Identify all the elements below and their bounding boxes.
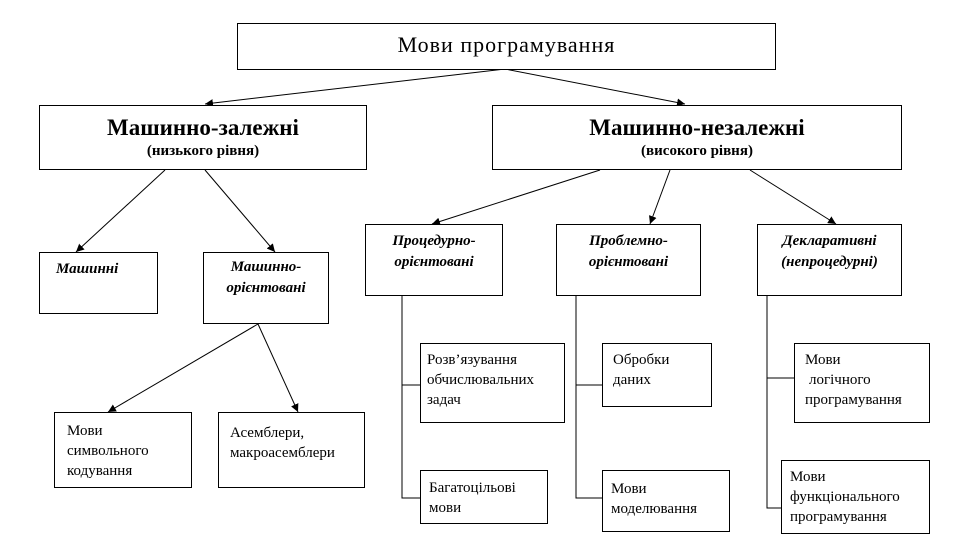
node-label-line: Мови [805,352,841,368]
node-label-line: (непроцедурні) [781,254,878,270]
arrow-root-to-independent [504,68,686,107]
node-subtitle: (високого рівня) [641,143,753,159]
node-machine-independent: Машинно-незалежні (високого рівня) [492,105,902,170]
arrow-root-to-dependent [204,68,506,108]
node-problem-oriented: Проблемно- орієнтовані [556,224,701,296]
node-functional-programming: Мови функціонального програмування [781,460,930,534]
node-label-line: Проблемно- [589,233,668,249]
node-label-line: програмування [790,509,887,525]
node-label-line: мови [429,500,462,516]
node-label-line: Машинно- [230,259,302,275]
node-computational-tasks: Розв’язування обчислювальних задач [420,343,565,423]
node-label-line: функціонального [790,489,900,505]
node-label-line: орієнтовані [588,254,669,270]
arrow-oriented-to-symbolic [107,323,259,413]
bracket-problem [575,296,602,499]
node-label-line: Асемблери, [230,425,305,441]
node-machine-dependent: Машинно-залежні (низького рівня) [39,105,367,170]
node-declarative: Декларативні (непроцедурні) [757,224,902,296]
node-title: Машинно-залежні [107,115,299,140]
node-label-line: символьного [67,443,149,459]
arrow-oriented-to-assemblers [257,323,299,413]
arrow-independent-to-declarative [749,169,837,225]
node-label: Машинні [56,261,119,277]
node-subtitle: (низького рівня) [146,143,260,159]
node-modeling: Мови моделювання [602,470,730,532]
arrow-dependent-to-machine [75,169,166,253]
bracket-declarative [766,296,781,509]
node-multipurpose: Багатоцільові мови [420,470,548,524]
node-label-line: Мови [790,469,826,485]
node-machine: Машинні [39,252,158,314]
arrow-independent-to-procedural [431,169,601,226]
node-label-line: Процедурно- [392,233,476,249]
node-logic-programming: Мови логічного програмування [794,343,930,423]
node-programming-languages: Мови програмування [237,23,776,70]
node-label-line: програмування [805,392,902,408]
node-label-line: орієнтовані [394,254,474,270]
node-label-line: логічного [809,372,871,388]
node-label-line: Обробки [613,352,670,368]
node-label-line: кодування [67,463,133,479]
node-label-line: Мови [67,423,103,439]
node-label-line: Розв’язування [427,352,517,368]
node-label-line: Декларативні [782,233,877,249]
node-procedural: Процедурно- орієнтовані [365,224,503,296]
node-label-line: задач [427,392,461,408]
arrow-dependent-to-machine-oriented [204,169,276,253]
node-label-line: моделювання [611,501,698,517]
node-label-line: Мови [611,481,647,497]
node-label-line: даних [613,372,651,388]
node-label-line: орієнтовані [226,280,306,296]
node-symbolic-coding: Мови символьного кодування [54,412,192,488]
node-label-line: Багатоцільові [429,480,516,496]
node-title: Мови програмування [397,32,616,57]
node-title: Машинно-незалежні [589,115,805,140]
node-assemblers: Асемблери, макроасемблери [218,412,365,488]
node-label-line: макроасемблери [230,445,335,461]
node-data-processing: Обробки даних [602,343,712,407]
bracket-procedural [401,296,420,499]
arrow-independent-to-problem [649,169,671,225]
node-label-line: обчислювальних [427,372,535,388]
node-machine-oriented: Машинно- орієнтовані [203,252,329,324]
